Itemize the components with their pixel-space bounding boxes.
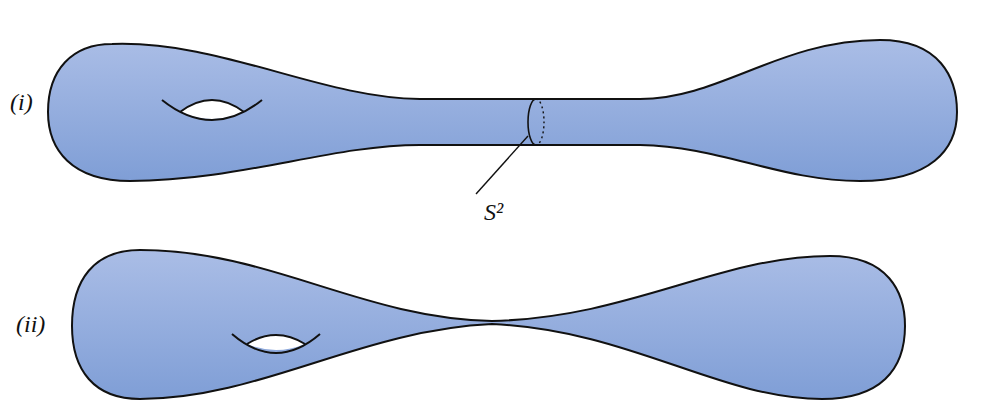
handle-curve (162, 100, 262, 120)
part-label: (ii) (16, 312, 45, 336)
handle-curve (180, 100, 244, 112)
sphere-back (536, 99, 544, 145)
surface-ii (72, 250, 905, 399)
leader-line (476, 136, 528, 194)
surface-label: S² (484, 200, 503, 224)
part-label: (i) (10, 90, 33, 114)
surface-i (48, 40, 957, 181)
sphere-front (528, 99, 536, 145)
handle-hole (247, 335, 305, 350)
handle-curve (232, 334, 320, 353)
handle-curve (247, 335, 305, 344)
